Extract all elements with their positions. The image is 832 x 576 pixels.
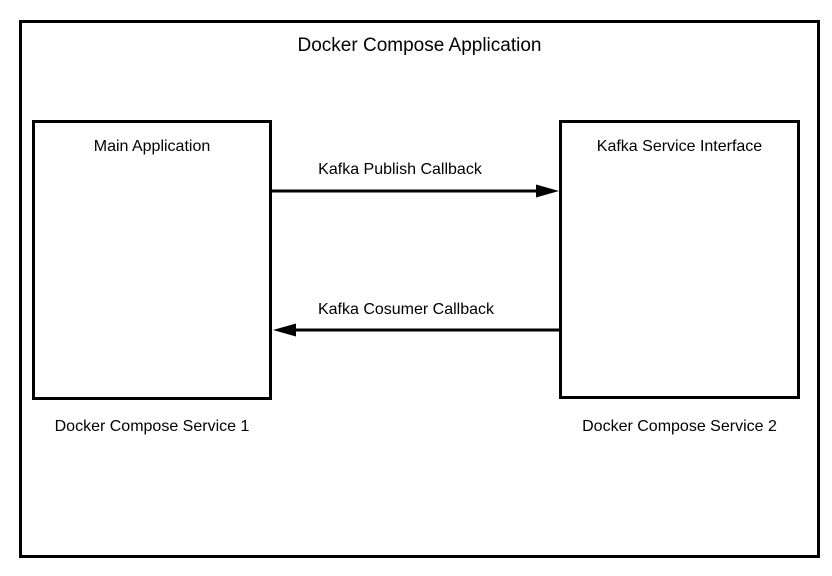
node-kafka-service-interface-label: Kafka Service Interface [596,138,763,155]
diagram-title: Docker Compose Application [297,35,542,56]
caption-docker-compose-service-1: Docker Compose Service 1 [54,418,250,435]
node-kafka-service-interface: Kafka Service Interface [559,120,800,399]
caption-docker-compose-service-2: Docker Compose Service 2 [582,418,777,435]
publish-edge-label: Kafka Publish Callback [318,161,482,178]
node-main-application-label: Main Application [93,138,211,155]
node-main-application: Main Application [32,120,272,400]
consumer-edge-label: Kafka Cosumer Callback [317,301,495,318]
